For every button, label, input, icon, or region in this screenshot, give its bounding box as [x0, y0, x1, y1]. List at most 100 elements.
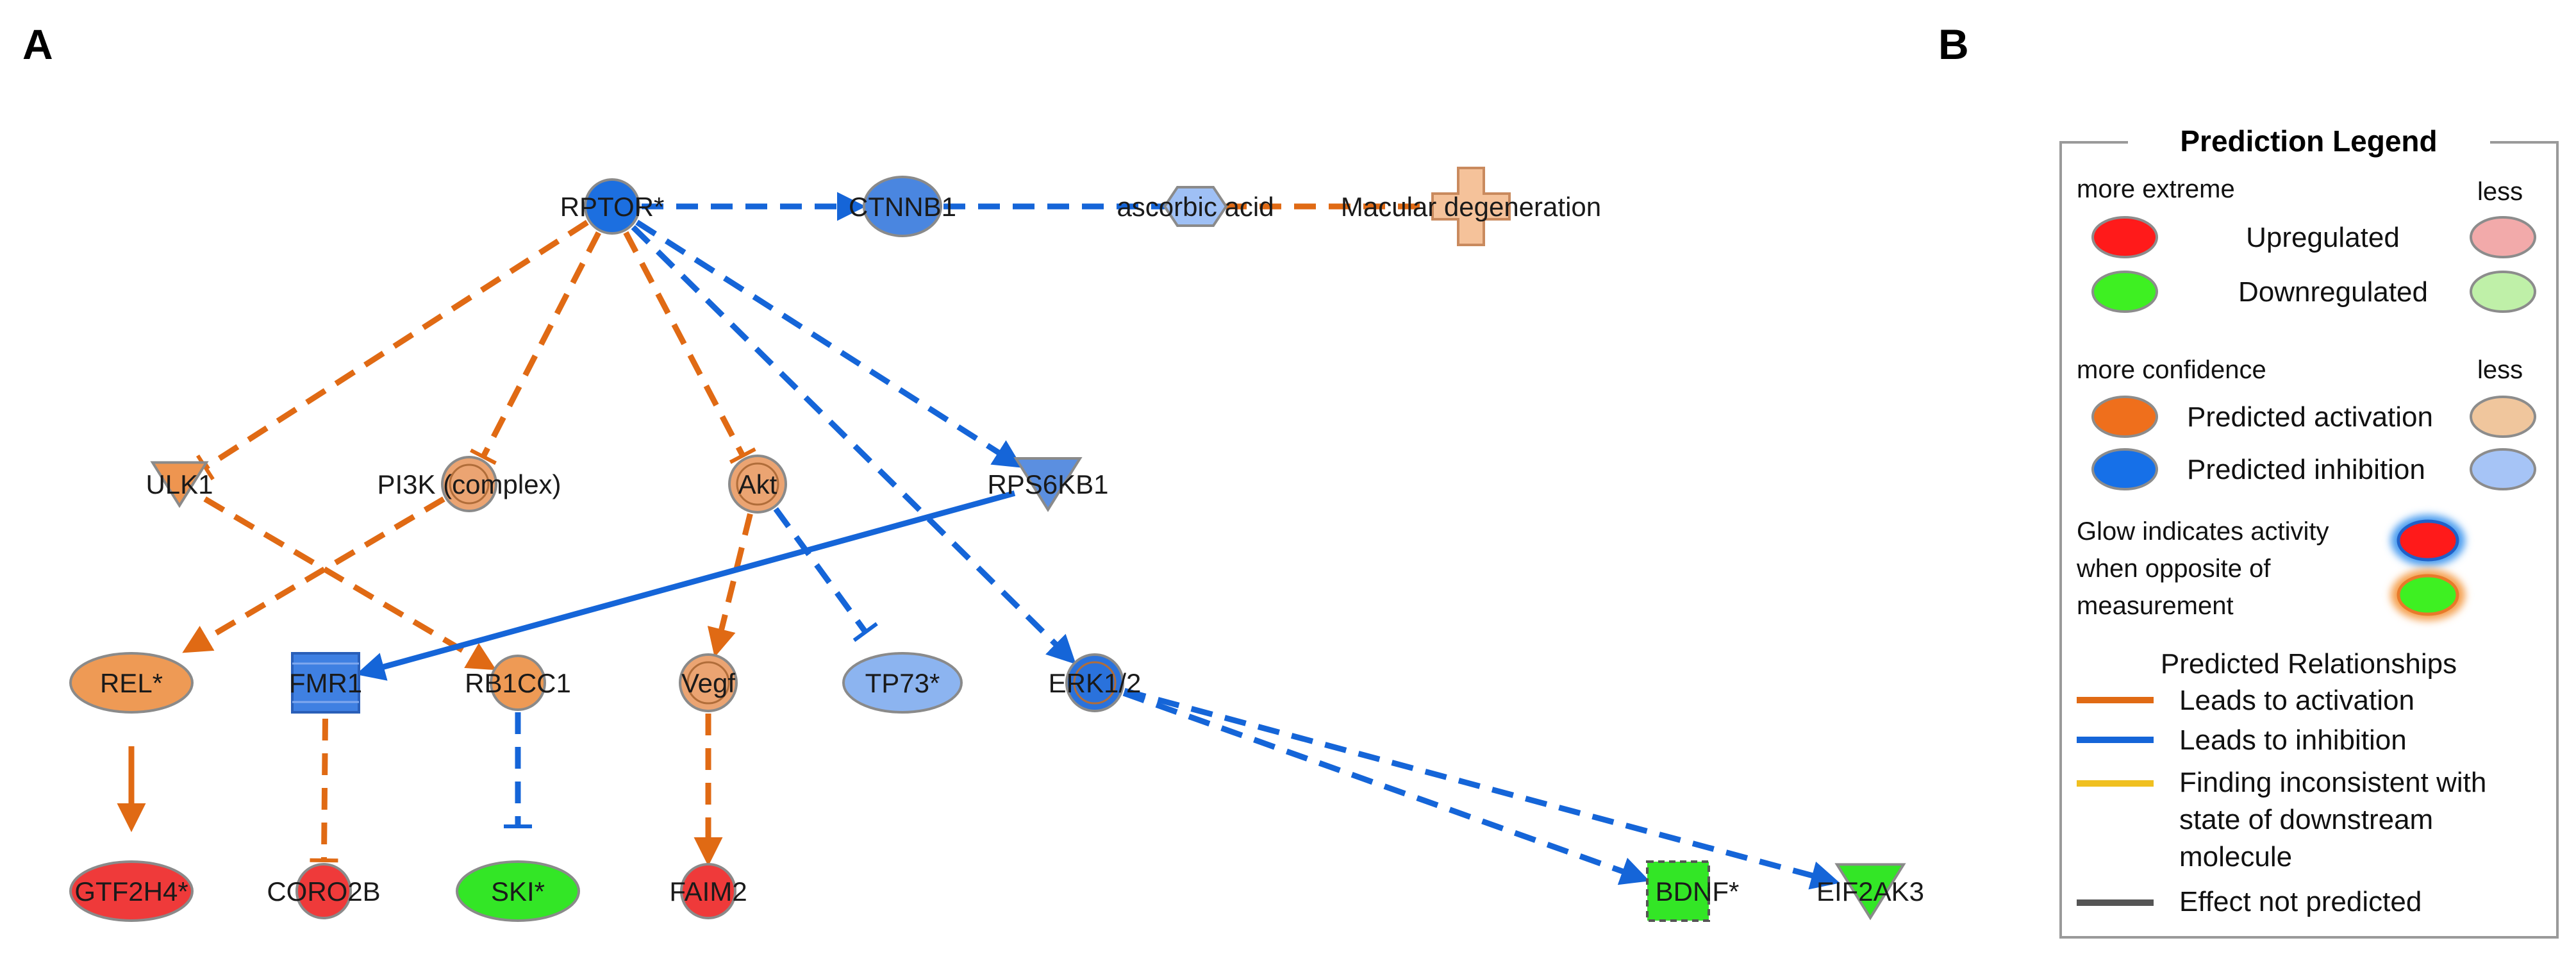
- node-inner-ring: [686, 661, 730, 705]
- inhibit-bar: [852, 622, 878, 642]
- legend-inconsistent-line1: Finding inconsistent with: [2179, 767, 2486, 798]
- node-ascorbic: ascorbic acid: [1117, 186, 1274, 227]
- node-label: FAIM2: [669, 876, 747, 907]
- inhibition-strong-swatch: [2091, 448, 2158, 490]
- node-label: CTNNB1: [849, 192, 956, 222]
- edge-erk-to-bdnf: [1122, 690, 1650, 885]
- node-rptor: RPTOR*: [560, 178, 664, 235]
- panel-b-label: B: [1938, 21, 1969, 68]
- edges-layer: [117, 192, 1840, 890]
- node-eif2ak3: EIF2AK3: [1816, 863, 1924, 921]
- edge-line: [356, 490, 1016, 681]
- node-tp73: TP73*: [842, 652, 963, 714]
- prediction-legend: Prediction Legend more extreme less Upre…: [2059, 124, 2559, 939]
- legend-inconsistent-line2: state of downstream: [2179, 804, 2433, 835]
- node-shape: [490, 655, 546, 711]
- panel-a-label: A: [22, 21, 53, 68]
- inhibit-bar: [729, 447, 756, 464]
- node-shape: [680, 863, 736, 919]
- edge-rb1cc1-to-ski: [504, 712, 532, 828]
- node-label: BDNF*: [1656, 876, 1740, 907]
- legend-leads-inhibition: Leads to inhibition: [2179, 724, 2407, 756]
- edge-line: [203, 496, 497, 671]
- edge-line: [635, 219, 1023, 468]
- activation-strong-swatch: [2091, 396, 2158, 438]
- legend-predicted-activation: Predicted activation: [2187, 401, 2433, 433]
- node-label: EIF2AK3: [1816, 876, 1924, 907]
- node-shape: [69, 652, 194, 714]
- node-akt: Akt: [728, 455, 787, 514]
- node-label: FMR1: [289, 668, 362, 698]
- node-shape: [1834, 863, 1906, 921]
- legend-title: Prediction Legend: [2180, 124, 2437, 158]
- node-label: Akt: [738, 469, 777, 499]
- node-label: RPS6KB1: [987, 469, 1108, 499]
- node-label: ULK1: [145, 469, 213, 499]
- glow-red-swatch: [2397, 519, 2459, 562]
- edge-erk-to-eif2ak3: [1124, 688, 1840, 890]
- edge-ulk1-to-rb1cc1: [203, 496, 497, 671]
- glow-green-swatch: [2397, 574, 2459, 616]
- node-ski: SKI*: [456, 860, 580, 922]
- edge-rps6kb1-to-fmr1: [356, 490, 1016, 681]
- node-shape: [584, 178, 640, 235]
- edge-line: [182, 496, 445, 653]
- edge-rptor-to-erk: [631, 225, 1076, 665]
- node-rb1cc1: RB1CC1: [465, 655, 571, 711]
- edge-line: [320, 718, 328, 861]
- legend-glow-line2: when opposite of: [2076, 555, 2271, 583]
- edge-line: [707, 513, 753, 658]
- node-shape: [1163, 186, 1228, 227]
- edge-line: [203, 220, 589, 470]
- edge-rptor-to-akt: [623, 231, 756, 464]
- legend-glow-line3: measurement: [2077, 592, 2234, 620]
- inhibit-bar: [470, 448, 497, 465]
- legend-relationships-title: Predicted Relationships: [2161, 648, 2457, 680]
- node-label: REL*: [100, 668, 163, 698]
- node-label: SKI*: [491, 876, 545, 907]
- edge-line: [480, 231, 601, 458]
- node-label: PI3K (complex): [377, 469, 561, 499]
- legend-border: [2059, 141, 2559, 939]
- legend-less-confidence: less: [2477, 356, 2523, 384]
- node-inner-ring: [736, 462, 779, 506]
- node-faim2: FAIM2: [669, 863, 747, 919]
- upregulated-strong-swatch: [2091, 216, 2158, 258]
- node-shape: [456, 860, 580, 922]
- edge-line: [773, 507, 868, 634]
- node-label: Vegf: [681, 668, 735, 698]
- node-label: CORO2B: [267, 876, 380, 907]
- node-pi3k: PI3K (complex): [377, 456, 561, 512]
- legend-predicted-inhibition: Predicted inhibition: [2187, 454, 2425, 485]
- edge-line: [1124, 688, 1840, 890]
- legend-downregulated: Downregulated: [2238, 276, 2428, 308]
- node-shape: [150, 461, 209, 508]
- node-bdnf: BDNF*: [1646, 860, 1740, 922]
- node-label: RB1CC1: [465, 668, 571, 698]
- node-fmr1: FMR1: [289, 652, 362, 714]
- edge-akt-to-tp73: [773, 507, 878, 642]
- legend-not-predicted: Effect not predicted: [2179, 886, 2422, 917]
- node-ulk1: ULK1: [145, 461, 213, 508]
- node-shape: [1431, 167, 1511, 246]
- edge-line: [631, 225, 1076, 665]
- legend-more-confidence: more confidence: [2077, 356, 2266, 384]
- node-rel: REL*: [69, 652, 194, 714]
- node-label: TP73*: [865, 668, 940, 698]
- edge-pi3k-to-rel: [182, 496, 445, 653]
- node-shape: [863, 176, 942, 237]
- node-shape: [69, 860, 194, 922]
- node-shape: [1646, 860, 1710, 922]
- node-shape: [1013, 457, 1083, 512]
- downregulated-strong-swatch: [2091, 271, 2158, 313]
- edge-fmr1-to-coro2b: [310, 718, 338, 863]
- node-label: GTF2H4*: [74, 876, 188, 907]
- node-gtf2h4: GTF2H4*: [69, 860, 194, 922]
- edge-line: [623, 231, 745, 457]
- legend-less-extreme: less: [2477, 178, 2523, 206]
- legend-leads-activation: Leads to activation: [2179, 685, 2414, 716]
- edge-line: [1122, 690, 1650, 885]
- legend-more-extreme: more extreme: [2077, 175, 2235, 203]
